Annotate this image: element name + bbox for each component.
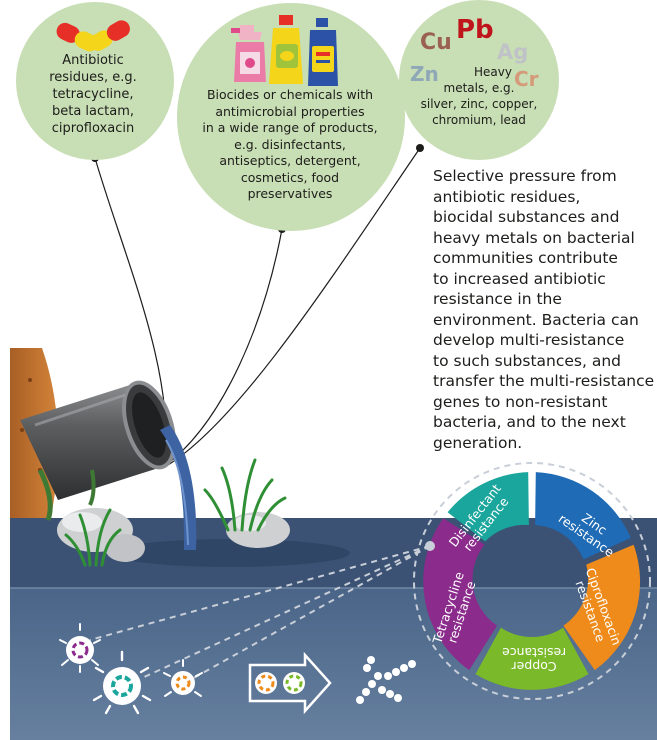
bubble-line: beta lactam, [51,104,135,119]
connector-metals [167,147,421,466]
description-line: develop multi-resistance [433,331,625,349]
capsules-icon [56,20,130,52]
ring-segment-zinc [535,472,631,560]
bubble-line: e.g. disinfectants, [234,136,346,152]
metals-bubble [399,0,559,160]
cleaner-bottle-icon [308,18,338,86]
ring-segment-tetracycline [423,518,497,671]
grass-left [64,508,122,567]
bacterium-small [59,623,101,673]
bubble-line: in a wide range of products, [202,120,378,135]
bubble-line: metals, e.g. [443,81,515,95]
metals-bubble-text: Heavy metals, e.g. silver, zinc, copper,… [404,64,554,128]
biocides-bubble-text: Biocides or chemicals with antimicrobial… [185,87,395,203]
bacteria-chains [356,656,416,704]
bubble-line: Antibiotic [62,53,124,68]
bubble-line: Biocides or chemicals with [206,87,374,102]
description-line: antibiotic residues, [433,187,581,206]
bubble-line: chromium, lead [432,113,526,127]
description-line: to such substances, and [433,351,622,370]
connector-dot [416,144,424,152]
description-line: heavy metals on bacterial [433,228,635,247]
description-line: environment. Bacteria can [433,310,639,329]
metal-symbol-cr: Cr [514,67,539,91]
description-line: transfer the multi-resistance [433,372,655,390]
bacterium-large [92,650,152,715]
description-line: genes to non-resistant [433,392,608,411]
description-paragraph: Selective pressure from antibiotic resid… [433,166,655,453]
ring-outer-dashed [413,462,651,700]
description-line: resistance in the [433,290,562,308]
metal-symbol-zn: Zn [410,62,439,86]
antibiotic-bubble [16,2,174,160]
description-line: biocidal substances and [433,208,620,226]
description-line: generation. [433,433,523,452]
outflow-stream-highlight [165,439,189,546]
ring-segment-copper [475,627,589,690]
soil-speck [20,428,24,432]
resistance-ring [413,462,651,700]
spray-bottle-icon [231,25,266,82]
metal-symbol-cu: Cu [420,30,452,55]
description-line: communities contribute [433,249,618,267]
gene-transfer-arrow [248,651,332,715]
bubble-line: antiseptics, detergent, [219,153,361,168]
soil-speck [28,378,32,382]
bubble-line: residues, e.g. [49,70,137,85]
transfer-lines [89,545,431,681]
biocides-bubble [177,3,405,231]
metal-symbol-pb: Pb [456,15,494,45]
drain-pipe [20,380,176,521]
bubble-line: preservatives [247,186,333,201]
grass-right [203,458,287,532]
bubble-line: cosmetics, food [240,169,340,185]
ring-segment-ciprofloxacin [563,544,641,671]
bubble-line: tetracycline, [52,87,134,102]
description-line: to increased antibiotic [433,269,606,288]
connector-biocides [165,228,283,466]
bubble-line: silver, zinc, copper, [420,97,538,111]
bacterium-medium [163,659,203,697]
ring-segment-disinfectant [447,472,529,542]
detergent-bottle-icon [269,15,303,84]
description-line: Selective pressure from [433,167,617,185]
puddle [110,539,350,567]
bubble-line: antimicrobial properties [215,103,365,119]
antibiotic-bubble-text: Antibiotic residues, e.g. tetracycline, … [28,52,158,137]
ring-label-copper: Copper resistance [502,645,567,674]
transfer-origin-dot [425,541,435,551]
bubble-line: ciprofloxacin [51,121,135,136]
bubble-line-heavy: Heavy [474,65,512,79]
description-line: bacteria, and to the next [433,413,626,431]
metal-symbol-ag: Ag [497,40,529,64]
